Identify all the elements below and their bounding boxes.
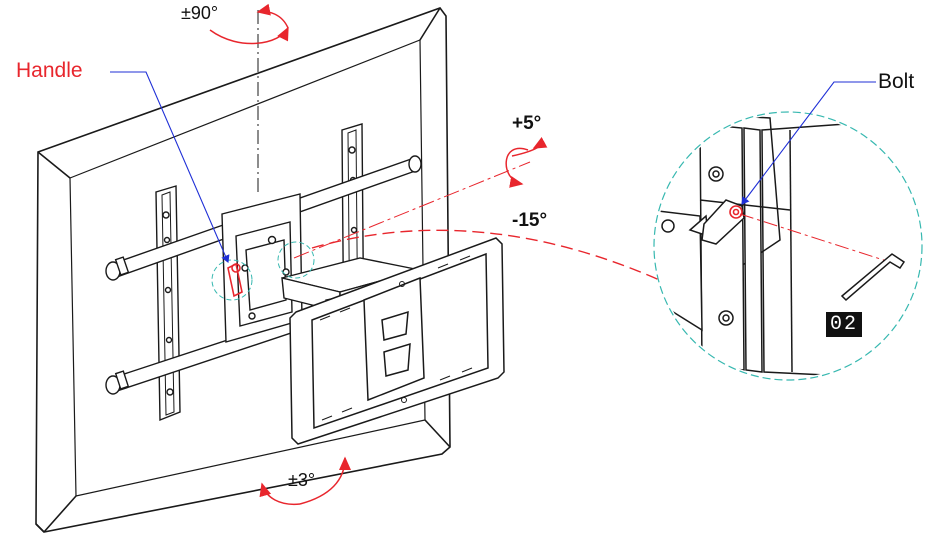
tilt-up-label: +5° bbox=[512, 113, 542, 134]
hex-key-icon bbox=[840, 253, 906, 302]
level-arrow-left bbox=[259, 482, 301, 506]
tilt-down-label: -15° bbox=[512, 210, 548, 231]
vesa-frame-slots bbox=[319, 255, 473, 421]
bolt-leader bbox=[741, 81, 876, 205]
bolt-label: Bolt bbox=[878, 70, 915, 93]
level-label: ±3° bbox=[288, 470, 316, 490]
tilt-down-arrow bbox=[511, 136, 548, 157]
level-arrow-right bbox=[299, 456, 351, 505]
rotate-top-arrow-tail bbox=[256, 3, 289, 29]
handle-part bbox=[227, 262, 243, 298]
tilt-up-arrow bbox=[505, 147, 529, 188]
detail-view bbox=[653, 111, 923, 381]
rotate-top-label: ±90° bbox=[181, 3, 219, 23]
bolt-detail-circle bbox=[277, 241, 315, 279]
detail-axis bbox=[739, 213, 897, 265]
mount-plate bbox=[221, 193, 303, 343]
vertical-rail-left bbox=[155, 185, 181, 422]
detail-connector-arc bbox=[311, 229, 665, 283]
step-number-badge: 02 bbox=[826, 312, 863, 337]
rotate-top-arrow bbox=[209, 26, 289, 45]
bolt-part bbox=[729, 205, 743, 219]
handle-label: Handle bbox=[16, 59, 83, 82]
handle-leader bbox=[110, 71, 230, 264]
handle-detail-circle bbox=[211, 259, 253, 301]
vesa-frame bbox=[289, 237, 505, 445]
